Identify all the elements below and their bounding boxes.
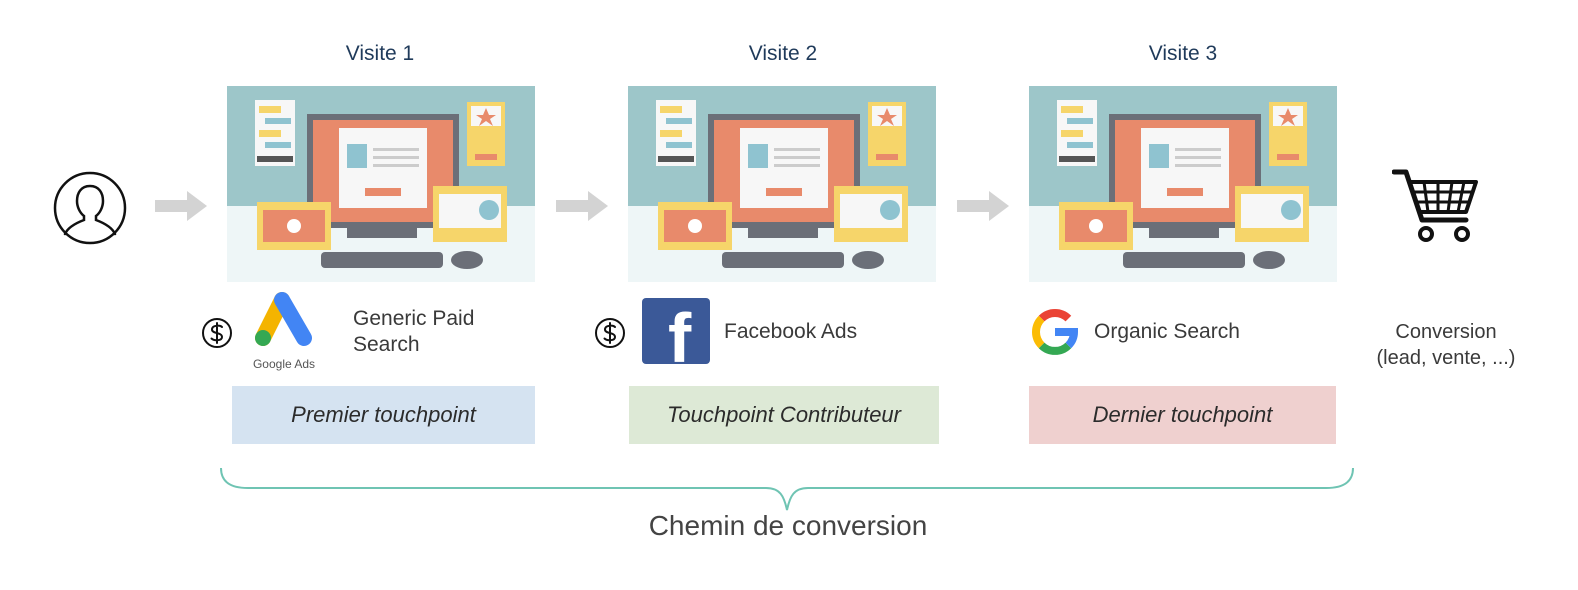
dollar-icon <box>594 317 626 349</box>
website-illustration <box>227 86 535 282</box>
visit-3-source: Organic Search <box>1094 320 1240 343</box>
conversion-path-brace <box>218 466 1356 516</box>
conversion-line-1: Conversion <box>1395 321 1497 343</box>
google-ads-caption: Google Ads <box>252 357 316 371</box>
visit-2-source: Facebook Ads <box>724 320 858 343</box>
visit-1-title: Visite 1 <box>345 42 415 65</box>
touchpoint-first: Premier touchpoint <box>232 386 535 444</box>
conversion-label: Conversion (lead, vente, ...) <box>1366 319 1526 371</box>
website-illustration <box>1029 86 1337 282</box>
visit-1-source: Generic Paid Search <box>353 307 475 356</box>
arrow-right-icon <box>155 191 207 221</box>
google-logo <box>1032 309 1079 355</box>
dollar-icon <box>201 317 233 349</box>
touchpoint-contributor: Touchpoint Contributeur <box>629 386 939 444</box>
visit-2-title: Visite 2 <box>748 42 818 65</box>
google-ads-logo: Google Ads <box>248 292 320 372</box>
conversion-line-2: (lead, vente, ...) <box>1376 347 1516 369</box>
facebook-letter: f <box>668 299 692 364</box>
shopping-cart-icon <box>1391 168 1478 244</box>
website-illustration <box>628 86 936 282</box>
facebook-logo: f <box>642 298 710 364</box>
conversion-path-label: Chemin de conversion <box>648 510 928 541</box>
visit-3-title: Visite 3 <box>1148 42 1218 65</box>
arrow-right-icon <box>957 191 1009 221</box>
touchpoint-last: Dernier touchpoint <box>1029 386 1336 444</box>
arrow-right-icon <box>556 191 608 221</box>
user-icon <box>52 170 128 246</box>
